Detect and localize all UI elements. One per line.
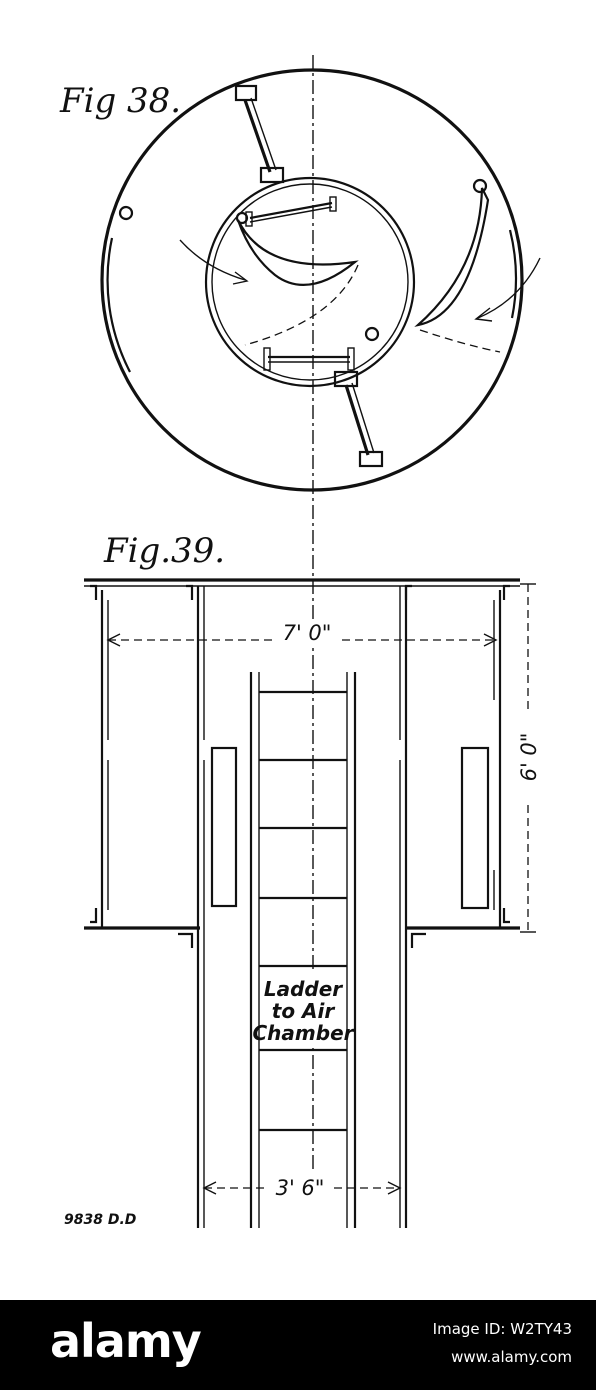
dim-shaft-width-label: 3' 6"	[276, 1176, 325, 1200]
engineering-drawing: Fig 38.	[59, 55, 542, 1228]
brace-bottom-line-b	[351, 382, 375, 454]
dim-height-bg	[514, 712, 542, 802]
dim-outer-width-label: 7' 0"	[283, 621, 332, 645]
bracket-inner-bottom-left	[178, 932, 194, 948]
dim-outer-width-arrow-left	[106, 633, 121, 647]
inner-arrow-shaft	[179, 239, 246, 281]
handle-bar-bottom-end-b	[347, 347, 355, 371]
watermark-site: www.alamy.com	[451, 1348, 572, 1366]
watermark-footer: alamy Image ID: W2TY43 www.alamy.com	[0, 1300, 596, 1390]
ladder-label-line1: Ladder	[264, 977, 343, 1001]
handle-bar-top-end-b	[329, 196, 337, 212]
bolt-right	[472, 178, 488, 194]
ladder-rungs	[259, 690, 347, 1132]
bracket-top-right	[502, 584, 510, 600]
inner-arrow-head	[232, 271, 249, 285]
dim-shaft-width-arrow-right	[387, 1181, 402, 1195]
ladder-label-line2: to Air	[272, 999, 336, 1023]
brace-bottom-flange-inner	[333, 370, 359, 388]
bracket-top-left	[90, 584, 98, 600]
fig39-label: Fig.39.	[103, 531, 225, 571]
fig38-plan-view: Fig 38.	[59, 55, 541, 1185]
handle-bar-top-b	[249, 206, 333, 223]
outer-ring	[100, 68, 524, 492]
dim-shaft-width-arrow-left	[202, 1181, 217, 1195]
outer-liner-right	[508, 229, 518, 319]
bolt-left	[118, 205, 134, 221]
outer-arrow-shaft	[477, 257, 541, 319]
brace-bottom-flange-outer	[358, 450, 384, 468]
inner-ring-inner-line	[211, 183, 409, 381]
bolt-inner-bottom	[364, 326, 380, 342]
handle-bar-top	[249, 201, 333, 220]
watermark-image-id: Image ID: W2TY43	[432, 1320, 572, 1338]
outer-liner-left	[106, 237, 131, 373]
inner-door-flap	[236, 219, 359, 287]
outer-arrow-head	[474, 307, 493, 322]
ladder-label-bg	[262, 972, 344, 1044]
brace-top-line-a	[243, 99, 272, 173]
outer-door-flap	[414, 187, 490, 327]
bracket-inner-top-left	[186, 584, 194, 600]
brace-bottom-line-a	[344, 384, 370, 456]
fig38-label: Fig 38.	[59, 81, 181, 121]
bolt-inner-top	[235, 211, 249, 225]
dim-shaft-width-bg	[268, 1172, 332, 1198]
brace-top-flange-inner	[259, 166, 285, 184]
fig39-section-view: Fig.39.	[64, 531, 542, 1228]
inner-ring	[204, 176, 416, 388]
outer-door-swing	[419, 329, 501, 353]
ladder-label-line3: Chamber	[253, 1021, 355, 1045]
door-opening-left	[210, 746, 238, 908]
dim-outer-width-bg	[272, 620, 342, 646]
door-opening-right	[460, 746, 490, 910]
inner-door-swing	[244, 264, 359, 346]
brace-top-line-b	[250, 97, 277, 171]
brace-top-flange-outer	[234, 84, 258, 102]
handle-bar-bottom-end-a	[263, 347, 271, 371]
bracket-inner-bottom-right	[410, 932, 426, 948]
dim-outer-width-arrow-right	[483, 633, 498, 647]
dim-height-label: 6' 0"	[517, 733, 541, 782]
watermark-brand: alamy	[50, 1314, 202, 1368]
reference-code: 9838 D.D	[64, 1212, 136, 1228]
bracket-bottom-left	[90, 908, 98, 924]
bracket-bottom-right	[502, 908, 510, 924]
